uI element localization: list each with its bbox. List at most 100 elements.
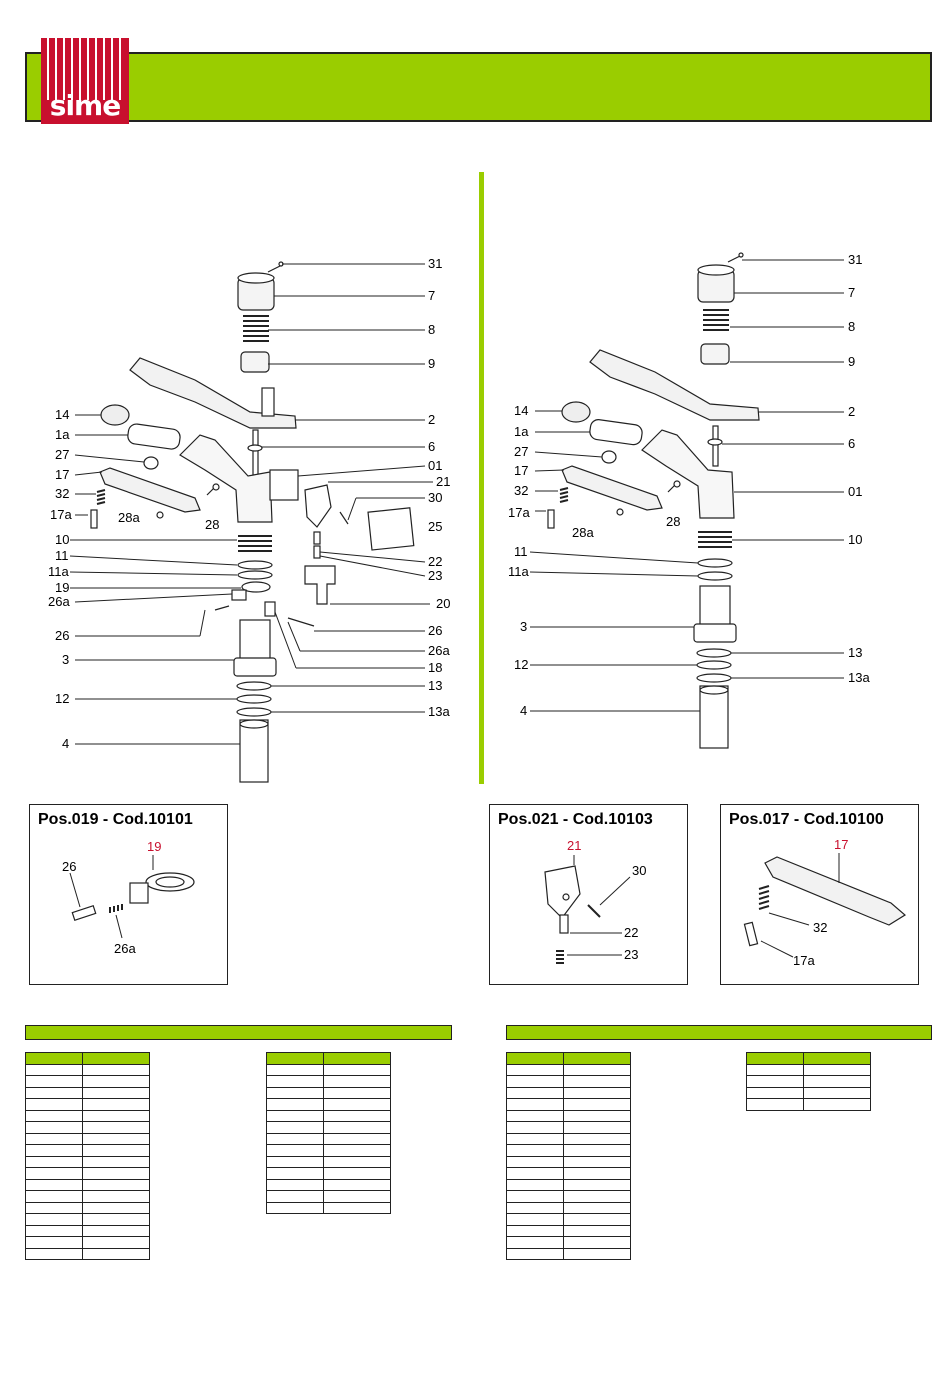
table-row bbox=[506, 1247, 631, 1260]
left-label: 14 bbox=[55, 407, 69, 422]
detail-diagram-17: 17 32 17a bbox=[743, 837, 907, 968]
table-cell bbox=[563, 1155, 631, 1168]
table-cell bbox=[563, 1178, 631, 1191]
detail-diagram-21: 21 30 22 23 bbox=[544, 838, 646, 964]
table-cell bbox=[563, 1086, 631, 1099]
table-cell bbox=[506, 1178, 564, 1191]
table-cell bbox=[563, 1098, 631, 1111]
table-cell bbox=[563, 1121, 631, 1134]
table-row bbox=[746, 1098, 871, 1111]
table-row bbox=[746, 1086, 871, 1099]
table-cell bbox=[323, 1075, 391, 1088]
table-cell bbox=[506, 1109, 564, 1122]
table-cell bbox=[25, 1167, 83, 1180]
table-cell bbox=[266, 1109, 324, 1122]
table-row bbox=[25, 1167, 150, 1180]
table-cell bbox=[563, 1052, 631, 1065]
table-cell bbox=[82, 1075, 150, 1088]
table-row bbox=[506, 1201, 631, 1214]
detail-label: 30 bbox=[632, 863, 646, 878]
table-row bbox=[266, 1086, 391, 1099]
table-cell bbox=[563, 1213, 631, 1226]
parts-table-3 bbox=[506, 1052, 631, 1260]
table-cell bbox=[323, 1190, 391, 1203]
table-row bbox=[25, 1144, 150, 1157]
table-row bbox=[506, 1098, 631, 1111]
right-label: 14 bbox=[514, 403, 528, 418]
table-row bbox=[266, 1155, 391, 1168]
table-row bbox=[25, 1132, 150, 1145]
table-row bbox=[25, 1109, 150, 1122]
right-exploded-diagram: 31 7 8 9 2 14 1a 6 27 17 01 32 28 17a 28… bbox=[508, 252, 870, 749]
table-row bbox=[506, 1086, 631, 1099]
left-label: 28 bbox=[205, 517, 219, 532]
table-cell bbox=[506, 1132, 564, 1145]
table-cell bbox=[25, 1075, 83, 1088]
table-cell bbox=[323, 1178, 391, 1191]
left-label: 3 bbox=[62, 652, 69, 667]
right-label: 11 bbox=[514, 544, 528, 559]
table-row bbox=[506, 1190, 631, 1203]
table-cell bbox=[82, 1063, 150, 1076]
table-row bbox=[506, 1167, 631, 1180]
table-cell bbox=[82, 1190, 150, 1203]
left-label: 11 bbox=[55, 548, 69, 563]
table-row bbox=[25, 1178, 150, 1191]
table-row bbox=[266, 1178, 391, 1191]
table-row bbox=[25, 1086, 150, 1099]
column-divider bbox=[479, 172, 484, 784]
table-cell bbox=[323, 1063, 391, 1076]
table-cell bbox=[563, 1132, 631, 1145]
table-cell bbox=[82, 1121, 150, 1134]
table-row bbox=[506, 1132, 631, 1145]
right-label: 11a bbox=[508, 564, 529, 579]
table-cell bbox=[563, 1190, 631, 1203]
table-cell bbox=[563, 1201, 631, 1214]
table-cell bbox=[266, 1190, 324, 1203]
table-row bbox=[506, 1144, 631, 1157]
detail-label: 21 bbox=[567, 838, 581, 853]
table-cell bbox=[25, 1236, 83, 1249]
right-label: 32 bbox=[514, 483, 528, 498]
left-label: 10 bbox=[55, 532, 69, 547]
table-cell bbox=[82, 1201, 150, 1214]
table-cell bbox=[82, 1247, 150, 1260]
table-cell bbox=[506, 1236, 564, 1249]
table-cell bbox=[323, 1098, 391, 1111]
left-label: 28a bbox=[118, 510, 140, 525]
table-cell bbox=[506, 1052, 564, 1065]
left-label: 23 bbox=[428, 568, 442, 583]
table-row bbox=[506, 1236, 631, 1249]
table-cell bbox=[803, 1075, 871, 1088]
table-cell bbox=[506, 1155, 564, 1168]
table-row bbox=[506, 1109, 631, 1122]
table-cell bbox=[323, 1086, 391, 1099]
table-cell bbox=[266, 1178, 324, 1191]
table-row bbox=[266, 1121, 391, 1134]
table-row bbox=[266, 1201, 391, 1214]
left-label: 01 bbox=[428, 458, 442, 473]
table-row bbox=[25, 1121, 150, 1134]
table-cell bbox=[746, 1052, 804, 1065]
table-cell bbox=[323, 1132, 391, 1145]
table-cell bbox=[323, 1052, 391, 1065]
left-label: 30 bbox=[428, 490, 442, 505]
left-label: 25 bbox=[428, 519, 442, 534]
table-cell bbox=[746, 1086, 804, 1099]
left-label: 21 bbox=[436, 474, 450, 489]
table-cell bbox=[25, 1247, 83, 1260]
table-cell bbox=[323, 1144, 391, 1157]
detail-label: 26 bbox=[62, 859, 76, 874]
right-label: 1a bbox=[514, 424, 529, 439]
table-header-row bbox=[746, 1052, 871, 1065]
left-label: 1a bbox=[55, 427, 70, 442]
left-label: 32 bbox=[55, 486, 69, 501]
table-cell bbox=[82, 1155, 150, 1168]
table-cell bbox=[25, 1052, 83, 1065]
table-cell bbox=[563, 1063, 631, 1076]
left-exploded-diagram: 31 7 8 9 2 14 1a 6 27 01 21 17 30 32 28a… bbox=[48, 256, 450, 783]
left-label: 26a bbox=[428, 643, 450, 658]
table-cell bbox=[563, 1247, 631, 1260]
left-label: 31 bbox=[428, 256, 442, 271]
table-cell bbox=[25, 1155, 83, 1168]
